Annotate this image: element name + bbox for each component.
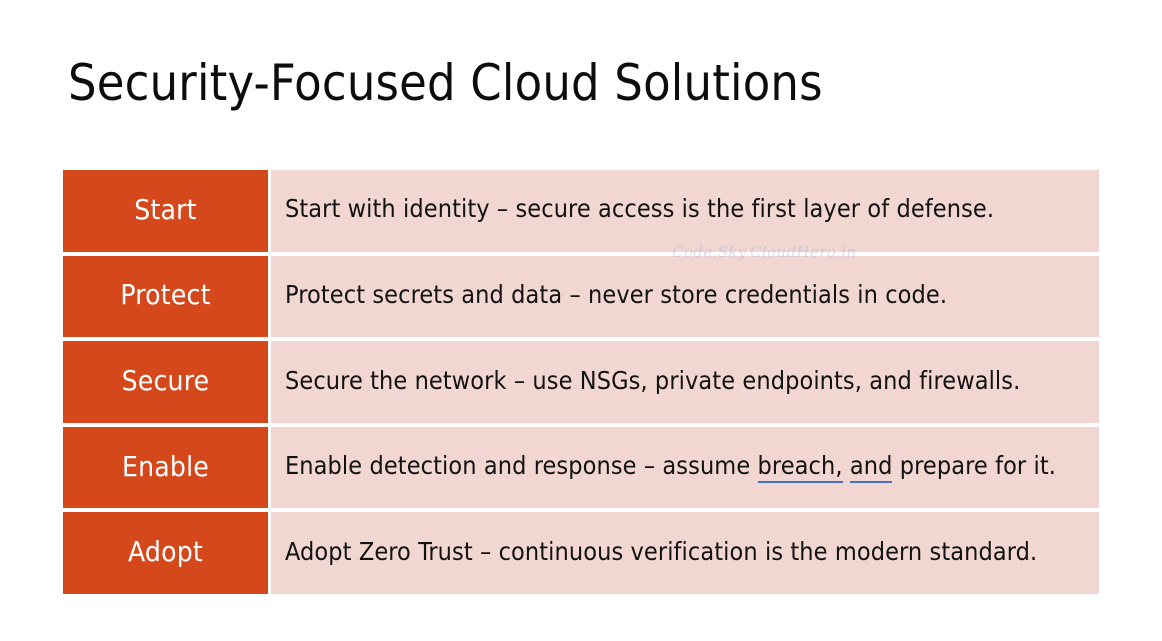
page-title: Security-Focused Cloud Solutions [68, 54, 823, 112]
description-text-segment: Secure the network – use NSGs, private e… [285, 365, 1021, 395]
table-row-label: Protect [120, 278, 211, 312]
description-text-segment: Adopt Zero Trust – continuous verificati… [285, 536, 1038, 566]
table-row[interactable]: Adopt Adopt Zero Trust – continuous veri… [63, 512, 1099, 594]
table-row-description: Protect secrets and data – never store c… [285, 280, 948, 310]
table-row-description-cell[interactable]: Start with identity – secure access is t… [271, 170, 1099, 252]
table-row[interactable]: Secure Secure the network – use NSGs, pr… [63, 341, 1099, 423]
table-row-label: Adopt [127, 535, 203, 569]
table-row-label-cell[interactable]: Secure [63, 341, 268, 423]
table-row-description-cell[interactable]: Adopt Zero Trust – continuous verificati… [271, 512, 1099, 594]
table-row-description: Start with identity – secure access is t… [285, 195, 994, 224]
grammar-suggestion-word[interactable]: and [849, 451, 893, 484]
table-row-description-cell[interactable]: Protect secrets and data – never store c… [271, 255, 1099, 338]
description-text-segment: prepare for it. [892, 451, 1057, 481]
table-row-description: Secure the network – use NSGs, private e… [285, 365, 1021, 396]
table-row-label: Start [134, 192, 197, 226]
table-row-label-cell[interactable]: Enable [63, 426, 268, 509]
table-row-description-cell[interactable]: Secure the network – use NSGs, private e… [271, 341, 1099, 423]
process-table: Start Start with identity – secure acces… [63, 170, 1099, 594]
table-row-label: Enable [121, 449, 210, 483]
description-text-segment: Protect secrets and data – never store c… [285, 280, 948, 310]
table-row-description: Enable detection and response – assume b… [285, 451, 1057, 484]
table-row-label-cell[interactable]: Protect [63, 255, 268, 338]
description-text-segment: Start with identity – secure access is t… [285, 194, 995, 224]
table-row-description: Adopt Zero Trust – continuous verificati… [285, 536, 1038, 567]
table-row[interactable]: Protect Protect secrets and data – never… [63, 255, 1099, 338]
table-row[interactable]: Start Start with identity – secure acces… [63, 170, 1099, 252]
table-row-label-cell[interactable]: Start [63, 170, 268, 252]
table-row[interactable]: Enable Enable detection and response – a… [63, 426, 1099, 509]
table-row-description-cell[interactable]: Enable detection and response – assume b… [271, 426, 1099, 509]
grammar-suggestion-word[interactable]: breach, [757, 451, 843, 484]
description-text-segment: Enable detection and response – assume [285, 451, 758, 481]
table-row-label-cell[interactable]: Adopt [63, 512, 268, 594]
description-text-segment [843, 451, 850, 480]
table-row-label: Secure [121, 363, 210, 397]
